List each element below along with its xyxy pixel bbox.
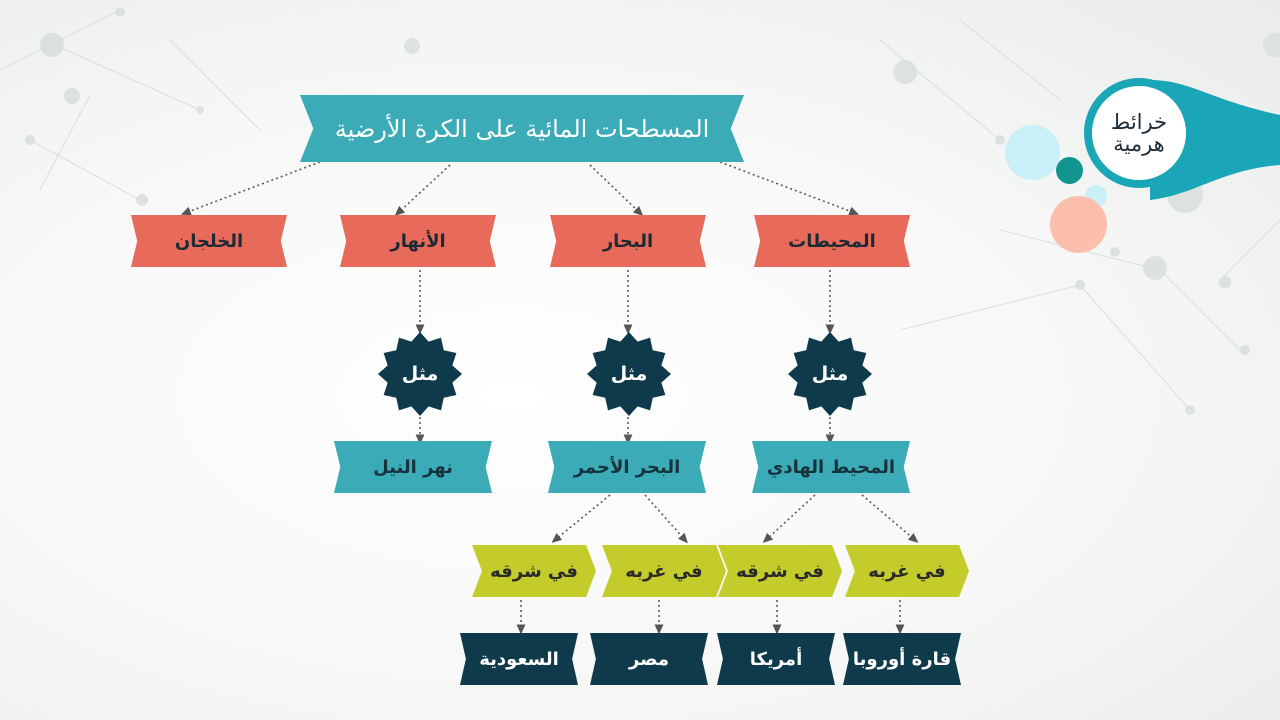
direction-redsea-east: في شرقه <box>472 545 596 597</box>
hierarchy-map-badge: خرائط هرمية <box>1084 78 1194 188</box>
category-gulfs-label: الخلجان <box>174 230 244 252</box>
category-rivers-label: الأنهار <box>390 230 446 252</box>
category-oceans: المحيطات <box>754 215 910 267</box>
example-seal-label: مثل <box>811 363 849 385</box>
connector-title-to-rivers <box>394 164 451 217</box>
connector-title-to-oceans <box>719 161 860 216</box>
category-seas: البحار <box>550 215 706 267</box>
example-nile-river-label: نهر النيل <box>373 456 453 478</box>
badge-text-line2: هرمية <box>1113 132 1165 156</box>
example-pacific-ocean-label: المحيط الهادي <box>766 456 896 478</box>
example-seal-label: مثل <box>401 363 439 385</box>
direction-pacific-west: في غربه <box>845 545 969 597</box>
example-seal-label: مثل <box>610 363 648 385</box>
connector-redsea-to-east <box>551 494 611 543</box>
place-egypt: مصر <box>590 633 708 685</box>
connector-title-to-seas <box>589 164 644 217</box>
decorative-circle-teal <box>1056 157 1083 184</box>
example-pacific-ocean: المحيط الهادي <box>752 441 910 493</box>
connector-title-to-gulfs <box>180 161 321 216</box>
place-saudi-arabia-label: السعودية <box>479 648 559 670</box>
place-egypt-label: مصر <box>628 648 670 670</box>
direction-pacific-east-label: في شرقه <box>736 560 824 582</box>
decorative-circle-light-blue <box>1005 125 1060 180</box>
direction-pacific-east: في شرقه <box>718 545 842 597</box>
example-red-sea: البحر الأحمر <box>548 441 706 493</box>
connector-redsea-to-west <box>644 494 688 544</box>
category-gulfs: الخلجان <box>131 215 287 267</box>
place-europe-label: قارة أوروبا <box>852 648 952 670</box>
direction-redsea-east-label: في شرقه <box>490 560 578 582</box>
direction-redsea-west-label: في غربه <box>625 560 703 582</box>
category-oceans-label: المحيطات <box>788 230 876 252</box>
example-red-sea-label: البحر الأحمر <box>573 456 681 478</box>
place-saudi-arabia: السعودية <box>460 633 578 685</box>
category-rivers: الأنهار <box>340 215 496 267</box>
place-america: أمريكا <box>717 633 835 685</box>
connector-pacific-to-east <box>762 494 816 544</box>
main-title-banner: المسطحات المائية على الكرة الأرضية <box>300 95 744 162</box>
category-seas-label: البحار <box>602 230 654 252</box>
decorative-circle-peach <box>1050 196 1107 253</box>
place-america-label: أمريكا <box>749 648 803 670</box>
place-europe: قارة أوروبا <box>843 633 961 685</box>
direction-pacific-west-label: في غربه <box>868 560 946 582</box>
main-title-text: المسطحات المائية على الكرة الأرضية <box>334 114 710 143</box>
badge-text-line1: خرائط <box>1110 110 1168 134</box>
connector-pacific-to-west <box>861 494 919 543</box>
example-nile-river: نهر النيل <box>334 441 492 493</box>
direction-redsea-west: في غربه <box>602 545 726 597</box>
